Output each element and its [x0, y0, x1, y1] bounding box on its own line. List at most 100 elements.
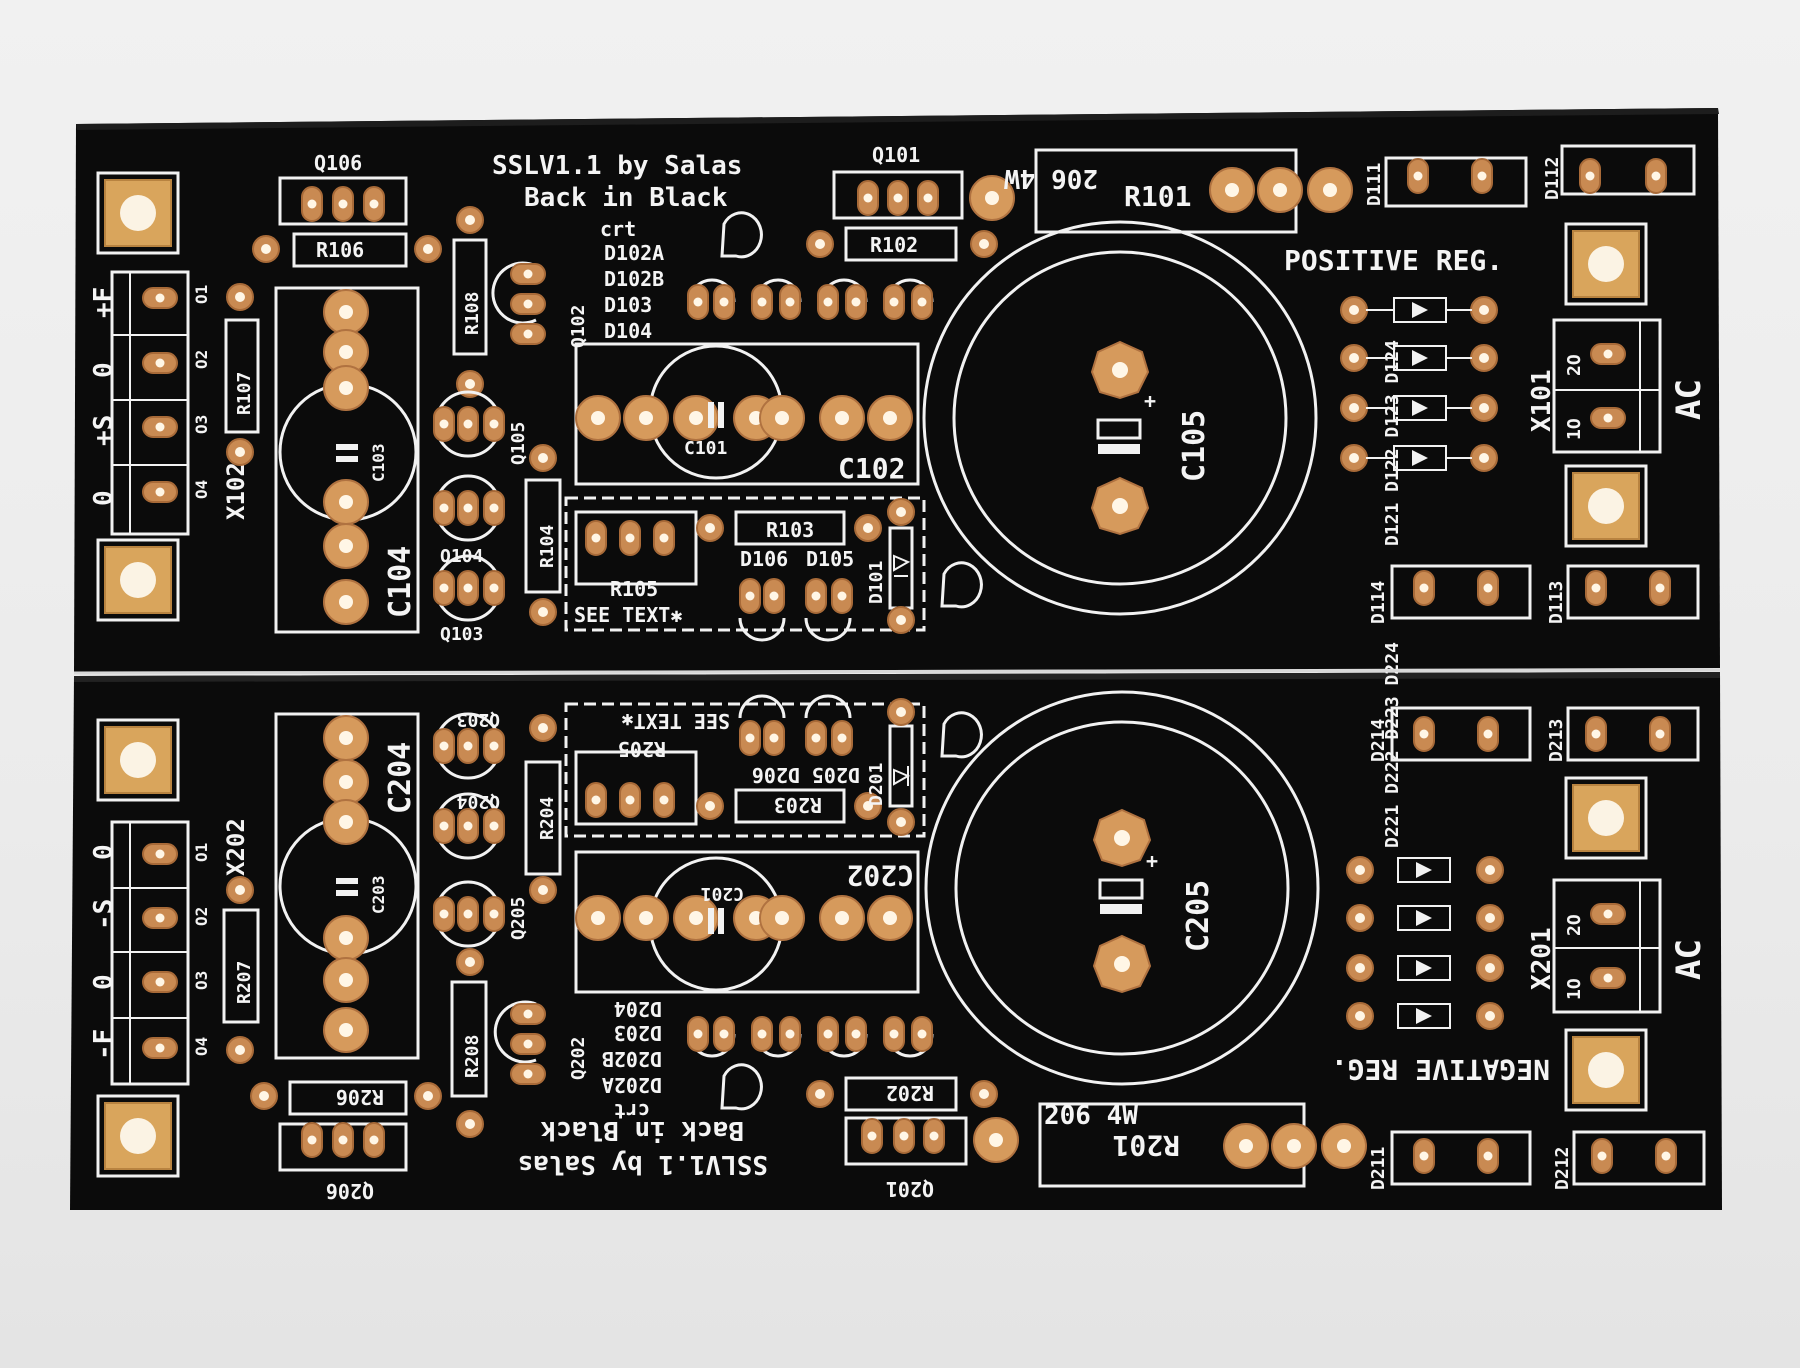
bottom-c205-label: C205	[1181, 880, 1216, 952]
top-diode-group-2: D102B	[604, 267, 664, 291]
top-diode-group-3: D103	[604, 293, 652, 317]
bottom-x201-pin2: 2O	[1564, 914, 1585, 936]
top-title-line2: Back in Black	[524, 183, 728, 213]
top-x102-label: X102	[222, 462, 250, 520]
top-crt: crt	[600, 217, 636, 241]
bottom-pin-4-num: O4	[192, 1037, 211, 1056]
top-pin-2-num: O2	[192, 350, 211, 369]
bottom-c205-plus: +	[1146, 849, 1158, 873]
top-d101-label: D101	[866, 561, 887, 604]
bottom-d201-label: D201	[866, 763, 887, 806]
top-x101-pin2: 2O	[1564, 354, 1585, 376]
bottom-d211-label: D211	[1368, 1147, 1389, 1190]
bottom-d206-label: D206	[752, 763, 800, 787]
bottom-diode-group-1: D204	[614, 997, 662, 1021]
top-r101-label: R101	[1124, 180, 1191, 213]
bottom-see-text: SEE TEXT✱	[622, 709, 730, 733]
top-r105-label: R105	[610, 577, 658, 601]
top-pin-label-2: 0	[89, 362, 119, 378]
top-pin-1-num: O1	[192, 285, 211, 304]
bottom-section-label: NEGATIVE REG.	[1331, 1053, 1550, 1086]
top-q103-label: Q103	[440, 624, 483, 645]
bottom-r203-label: R203	[774, 793, 822, 817]
top-q101-label: Q101	[872, 143, 920, 167]
top-diode-group-1: D102A	[604, 241, 664, 265]
bottom-pin-1-num: O1	[192, 843, 211, 862]
bottom-title-line2: Back in Black	[540, 1115, 744, 1145]
top-res-rating: 206 4W	[1004, 163, 1098, 193]
top-see-text: SEE TEXT✱	[574, 603, 682, 627]
bottom-mount-pad-4	[1564, 1028, 1648, 1112]
top-board: O1 O2 O3 O4 +F 0 +S 0 X102 R107 Q106 R10…	[74, 108, 1720, 672]
top-d106-label: D106	[740, 547, 788, 571]
bottom-r206-label: R206	[336, 1085, 384, 1109]
top-c103-label: C103	[369, 443, 388, 482]
bottom-pin-label-1: -F	[89, 1029, 119, 1060]
bottom-q201-label: Q201	[886, 1177, 934, 1201]
top-section-label: POSITIVE REG.	[1284, 244, 1503, 277]
top-x101-pin1: 1O	[1564, 418, 1585, 440]
top-pin-3-num: O3	[192, 415, 211, 434]
bottom-x201-label: X201	[1527, 927, 1557, 990]
bottom-q205-label: Q205	[508, 897, 529, 940]
top-q102-label: Q102	[568, 305, 589, 348]
bottom-diode-group-4: D202A	[602, 1073, 662, 1097]
top-c102-label: C102	[838, 452, 905, 485]
top-pin-label-4: 0	[89, 490, 119, 506]
bottom-x201-pin1: 1O	[1564, 978, 1585, 1000]
bottom-q202-label: Q202	[568, 1037, 589, 1080]
bottom-pin-3-num: O3	[192, 971, 211, 990]
bottom-q206-label: Q206	[326, 1179, 374, 1203]
bottom-board: O1 O2 O3 O4 -F 0 -S 0 X202 R207 C204 C20…	[70, 642, 1722, 1210]
top-r107-label: R107	[234, 372, 255, 415]
top-c101-label: C101	[684, 438, 727, 459]
top-ac-label: AC	[1669, 379, 1709, 420]
top-d-rect-labels: D121 D122 D123 D124	[1382, 340, 1403, 546]
top-pin-label-3: +S	[89, 415, 119, 446]
bottom-q204-label: Q204	[456, 791, 500, 812]
top-x101-label: X101	[1527, 369, 1557, 432]
bottom-pin-label-2: 0	[89, 974, 119, 990]
bottom-r205-label: R205	[618, 737, 666, 761]
top-r102-label: R102	[870, 233, 918, 257]
top-c105-label: C105	[1177, 410, 1212, 482]
top-pin-label-1: +F	[89, 287, 119, 318]
board-separation-line	[73, 668, 1721, 675]
top-mount-pad-4	[1564, 464, 1648, 548]
top-d114-label: D114	[1368, 580, 1389, 624]
bottom-r208-label: R208	[462, 1035, 483, 1078]
bottom-r201-label: R201	[1113, 1129, 1180, 1162]
top-q106-label: Q106	[314, 151, 362, 175]
bottom-r202-label: R202	[886, 1081, 934, 1105]
bottom-r204-label: R204	[537, 796, 558, 840]
bottom-mount-pad-2	[96, 1094, 180, 1178]
top-pin-4-num: O4	[192, 480, 211, 499]
bottom-d214-label: D214	[1368, 718, 1389, 762]
bottom-pin-label-3: -S	[89, 899, 119, 930]
bottom-diode-group-2: D203	[614, 1021, 662, 1045]
bottom-r207-label: R207	[234, 961, 255, 1004]
top-mount-pad-2	[96, 538, 180, 622]
bottom-pin-2-num: O2	[192, 907, 211, 926]
bottom-x202-label: X202	[222, 818, 250, 876]
top-d112-label: D112	[1542, 157, 1563, 200]
bottom-mount-pad-1	[96, 718, 180, 802]
bottom-res-rating: 206 4W	[1044, 1101, 1138, 1131]
bottom-c204-label: C204	[383, 742, 418, 814]
top-r103-label: R103	[766, 518, 814, 542]
top-c104-label: C104	[383, 546, 418, 618]
top-title-line1: SSLV1.1 by Salas	[492, 151, 742, 181]
top-r106-label: R106	[316, 238, 364, 262]
bottom-d212-label: D212	[1552, 1147, 1573, 1190]
top-mount-pad-3	[1564, 222, 1648, 306]
top-r104-label: R104	[537, 524, 558, 568]
bottom-d-rect-labels: D221 D222 D223 D224	[1382, 642, 1403, 848]
top-d113-label: D113	[1546, 581, 1567, 624]
bottom-c203-label: C203	[369, 875, 388, 914]
bottom-d213-label: D213	[1546, 719, 1567, 762]
top-d111-label: D111	[1364, 163, 1385, 206]
top-r108-label: R108	[462, 292, 483, 335]
top-d105-label: D105	[806, 547, 854, 571]
